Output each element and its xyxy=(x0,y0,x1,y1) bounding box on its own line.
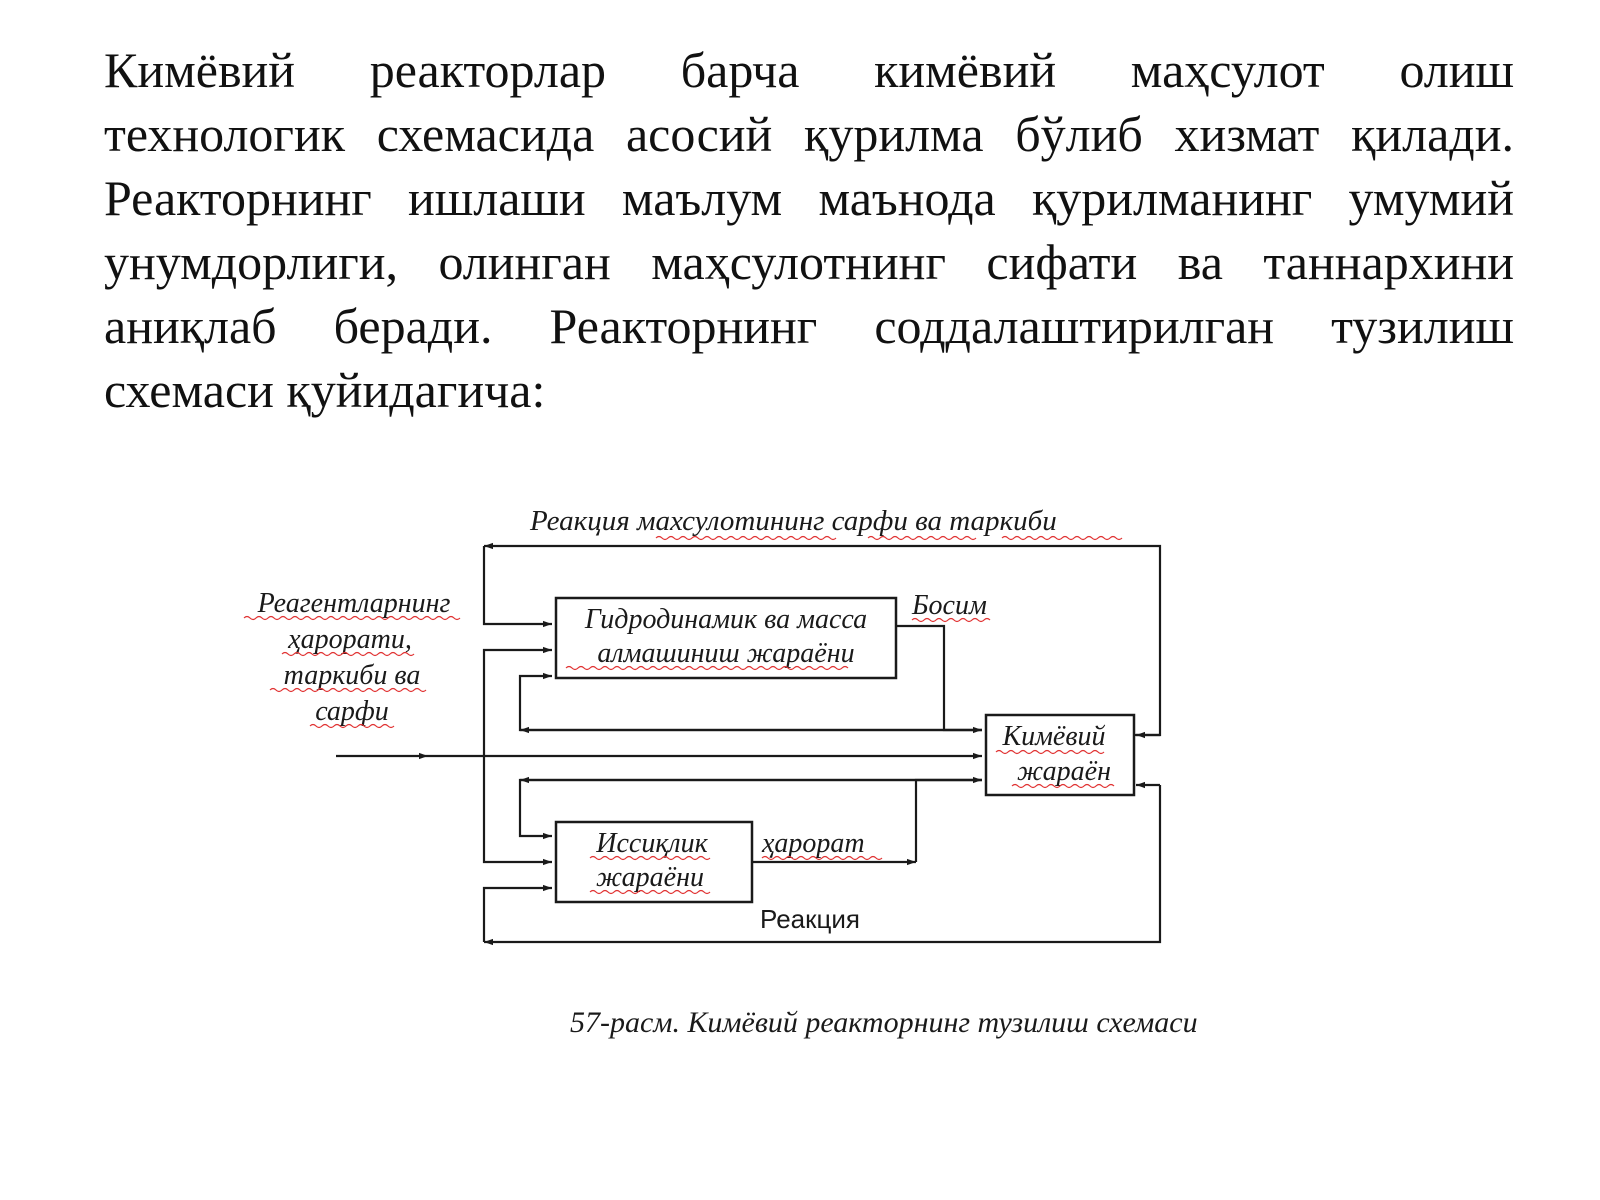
chemical-process-box xyxy=(984,713,1136,797)
temperature-to-chem xyxy=(914,776,982,862)
top-feedback-to-hydro xyxy=(482,546,552,628)
hydrodynamic-box-line-1: Гидродинамик ва масса xyxy=(584,604,867,635)
input-label-line-1: Реагентларнинг xyxy=(257,588,451,619)
chemical-box-line-1: Кимёвий xyxy=(1001,721,1105,752)
pressure-output xyxy=(896,624,982,734)
reaction-to-heat xyxy=(482,884,552,942)
pressure-label: Босим xyxy=(911,590,987,621)
figure-caption: 57-расм. Кимёвий реакторнинг тузилиш схе… xyxy=(570,1006,1198,1039)
paragraph-line-1: Кимёвий реакторлар барча кимёвий маҳсуло… xyxy=(104,42,1514,98)
paragraph-line-3: Реакторнинг ишлаши маълум маънода қурилм… xyxy=(104,170,1514,226)
paragraph-line-2: технологик схемасида асосий қурилма бўли… xyxy=(104,106,1514,162)
chemical-box-line-2: жараён xyxy=(1017,756,1111,787)
connection-lines xyxy=(336,542,1162,946)
spellcheck-marks xyxy=(243,535,1123,895)
input-label-line-3: таркиби ва xyxy=(284,660,421,691)
distribution-to-heat xyxy=(482,756,552,866)
top-feedback-label: Реакция махсулотининг сарфи ва таркиби xyxy=(529,505,1057,537)
reaction-label: Реакция xyxy=(760,904,860,934)
hydrodynamic-box xyxy=(554,596,898,680)
paragraph-line-4: унумдорлиги, олинган маҳсулотнинг сифати… xyxy=(104,234,1514,290)
chem-to-hydro-feedback xyxy=(518,672,982,732)
reaction-loop-arrow xyxy=(484,785,1162,946)
heat-box-line-1: Иссиқлик xyxy=(595,828,708,859)
input-label-line-4: сарфи xyxy=(315,696,389,727)
input-label: Реагентларнинг ҳарорати, таркиби ва сарф… xyxy=(257,588,451,727)
intro-paragraph: Кимёвий реакторлар барча кимёвий маҳсуло… xyxy=(104,38,1514,422)
input-label-line-2: ҳарорати, xyxy=(287,624,412,655)
temperature-label: ҳарорат xyxy=(761,828,865,859)
heat-box-line-2: жараёни xyxy=(596,862,704,893)
distribution-to-hydro xyxy=(482,646,552,756)
paragraph-line-5: аниқлаб беради. Реакторнинг соддалаштири… xyxy=(104,298,1514,354)
hydrodynamic-box-line-2: алмашиниш жараёни xyxy=(597,638,854,669)
paragraph-line-6: схемаси қуйидагича: xyxy=(104,362,546,418)
